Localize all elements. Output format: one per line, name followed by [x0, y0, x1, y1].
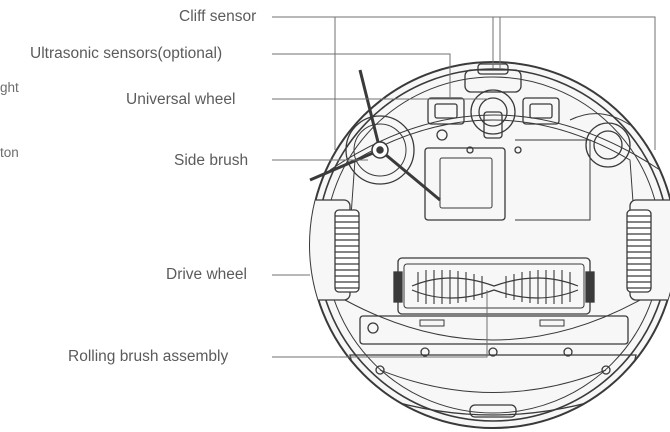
label-ultrasonic-sensors: Ultrasonic sensors(optional) — [30, 45, 223, 62]
drive-wheel-right — [626, 199, 670, 301]
drive-wheel-left — [310, 199, 360, 301]
side-brush — [309, 69, 441, 202]
cut-label-lower: ton — [0, 145, 19, 160]
label-drive-wheel: Drive wheel — [166, 266, 247, 283]
label-cliff-sensor: Cliff sensor — [179, 8, 257, 25]
rolling-brush — [359, 257, 629, 345]
leader-lines — [272, 16, 656, 358]
label-rolling-brush-assembly: Rolling brush assembly — [68, 348, 229, 365]
robot-body — [309, 61, 670, 429]
label-side-brush: Side brush — [174, 152, 249, 169]
front-sensor-cluster — [427, 63, 560, 154]
cut-label-upper: ght — [0, 80, 19, 95]
label-universal-wheel: Universal wheel — [126, 91, 236, 108]
